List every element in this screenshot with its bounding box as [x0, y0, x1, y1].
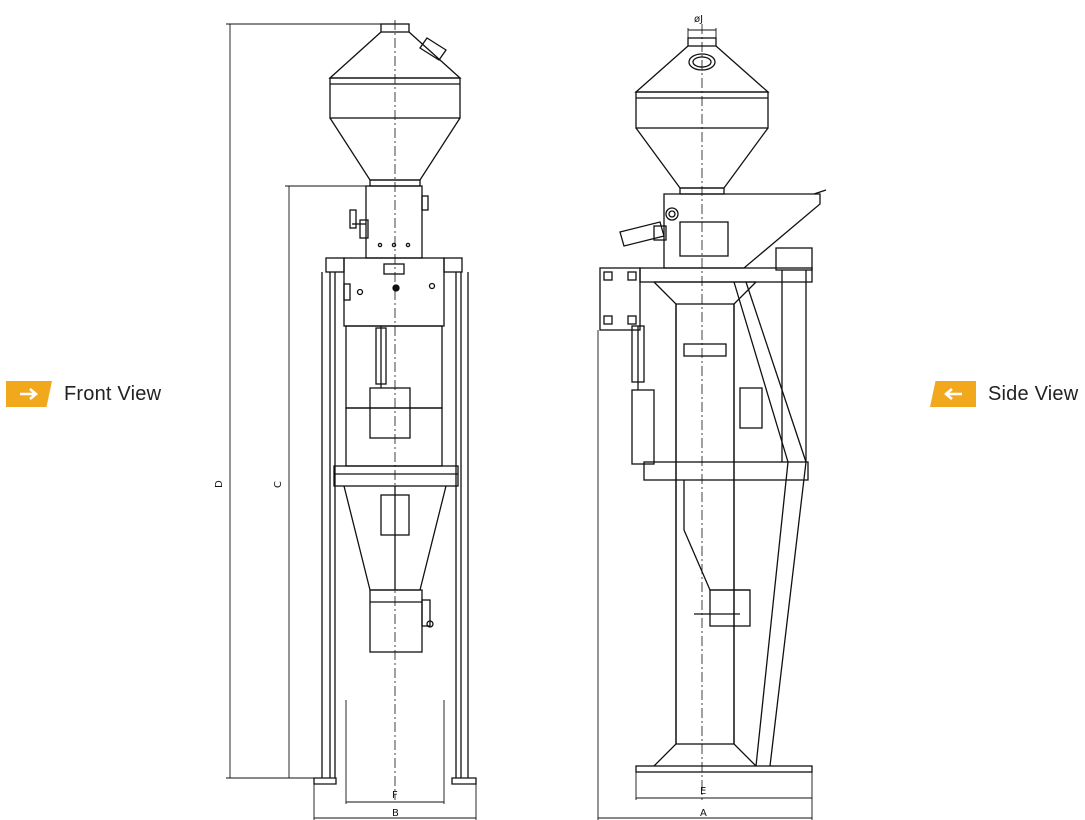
- dim-j-label: øJ: [694, 14, 703, 25]
- side-view-text: Side View: [988, 382, 1079, 405]
- dim-b-label: B: [392, 808, 399, 819]
- front-view-label: Front View: [6, 380, 161, 408]
- side-view-drawing: [599, 24, 827, 800]
- front-view-drawing: [313, 20, 477, 800]
- arrow-right-icon: [6, 381, 52, 407]
- front-view-dimensions: [226, 23, 477, 820]
- side-view-label: Side View: [930, 380, 1078, 408]
- front-view-text: Front View: [64, 382, 162, 405]
- side-view-dimensions: [597, 28, 813, 820]
- arrow-left-icon: [930, 381, 976, 407]
- dim-c-label: C: [273, 481, 284, 488]
- dim-e-label: E: [700, 786, 706, 797]
- dim-f-label: F: [392, 790, 398, 801]
- dim-a-label: A: [700, 808, 707, 819]
- dim-d-label: D: [214, 480, 225, 488]
